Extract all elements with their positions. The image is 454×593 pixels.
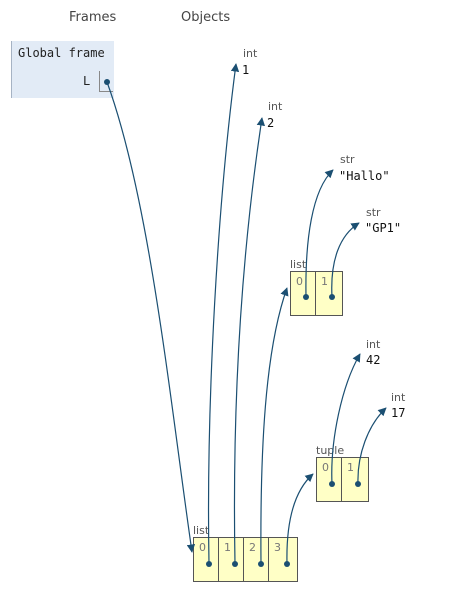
main-list-cell-0: 0 [194, 538, 219, 581]
arrow-list2-to-inner-list [260, 287, 289, 565]
variable-name-L: L [83, 74, 91, 88]
pointer-dot-main-2 [258, 561, 264, 567]
arrow-list1-to-int-2 [233, 117, 266, 565]
main-list-cell-3: 3 [269, 538, 294, 581]
main-list-cell-2: 2 [244, 538, 269, 581]
inner-list-cell-0: 0 [291, 272, 316, 315]
pointer-dot-L [104, 79, 110, 85]
global-frame-title: Global frame [18, 46, 105, 60]
tuple-object: 0 1 [316, 457, 369, 502]
main-list-index-3: 3 [274, 541, 281, 554]
pointer-dot-main-3 [284, 561, 290, 567]
inner-list-index-0: 0 [296, 275, 303, 288]
pointer-dot-inner-1 [329, 294, 335, 300]
str-gp1-value: "GP1" [365, 221, 402, 235]
arrow-tuple0-to-int-42 [331, 353, 361, 485]
arrow-L-to-main-list [106, 81, 196, 553]
int-17-type-label: int [391, 391, 406, 404]
int-2-value: 2 [267, 116, 275, 130]
tuple-type-label: tuple [316, 444, 345, 457]
main-list-cell-1: 1 [219, 538, 244, 581]
arrow-tuple1-to-int-17 [357, 407, 387, 485]
inner-list-type-label: list [290, 258, 307, 271]
main-list-type-label: list [193, 524, 210, 537]
tuple-cell-1: 1 [342, 458, 367, 501]
tuple-index-1: 1 [347, 461, 354, 474]
pointer-dot-inner-0 [303, 294, 309, 300]
int-17-value: 17 [391, 406, 406, 420]
int-42-type-label: int [366, 338, 381, 351]
objects-header: Objects [181, 10, 231, 25]
str-hallo-value: "Hallo" [339, 169, 390, 183]
main-list-index-0: 0 [199, 541, 206, 554]
arrow-list0-to-int-1 [207, 63, 240, 565]
inner-list-index-1: 1 [321, 275, 328, 288]
arrow-inner0-to-hallo [305, 169, 334, 298]
tuple-index-0: 0 [322, 461, 329, 474]
frames-header: Frames [69, 10, 117, 25]
arrow-inner1-to-gp1 [331, 222, 360, 298]
pointer-dot-tuple-1 [355, 481, 361, 487]
inner-list-object: 0 1 [290, 271, 343, 316]
int-42-value: 42 [366, 353, 381, 367]
str-hallo-type-label: str [340, 153, 355, 166]
main-list-index-2: 2 [249, 541, 256, 554]
inner-list-cell-1: 1 [316, 272, 341, 315]
tuple-cell-0: 0 [317, 458, 342, 501]
int-2-type-label: int [268, 100, 283, 113]
main-list-object: 0 1 2 3 [193, 537, 298, 582]
int-1-type-label: int [243, 47, 258, 60]
main-list-index-1: 1 [224, 541, 231, 554]
pointer-dot-tuple-0 [329, 481, 335, 487]
pointer-dot-main-0 [206, 561, 212, 567]
global-frame: Global frame L [11, 41, 114, 98]
pointer-dot-main-1 [232, 561, 238, 567]
arrow-list3-to-tuple [286, 473, 314, 565]
variable-slot-L [99, 71, 113, 92]
int-1-value: 1 [242, 63, 250, 77]
str-gp1-type-label: str [366, 206, 381, 219]
